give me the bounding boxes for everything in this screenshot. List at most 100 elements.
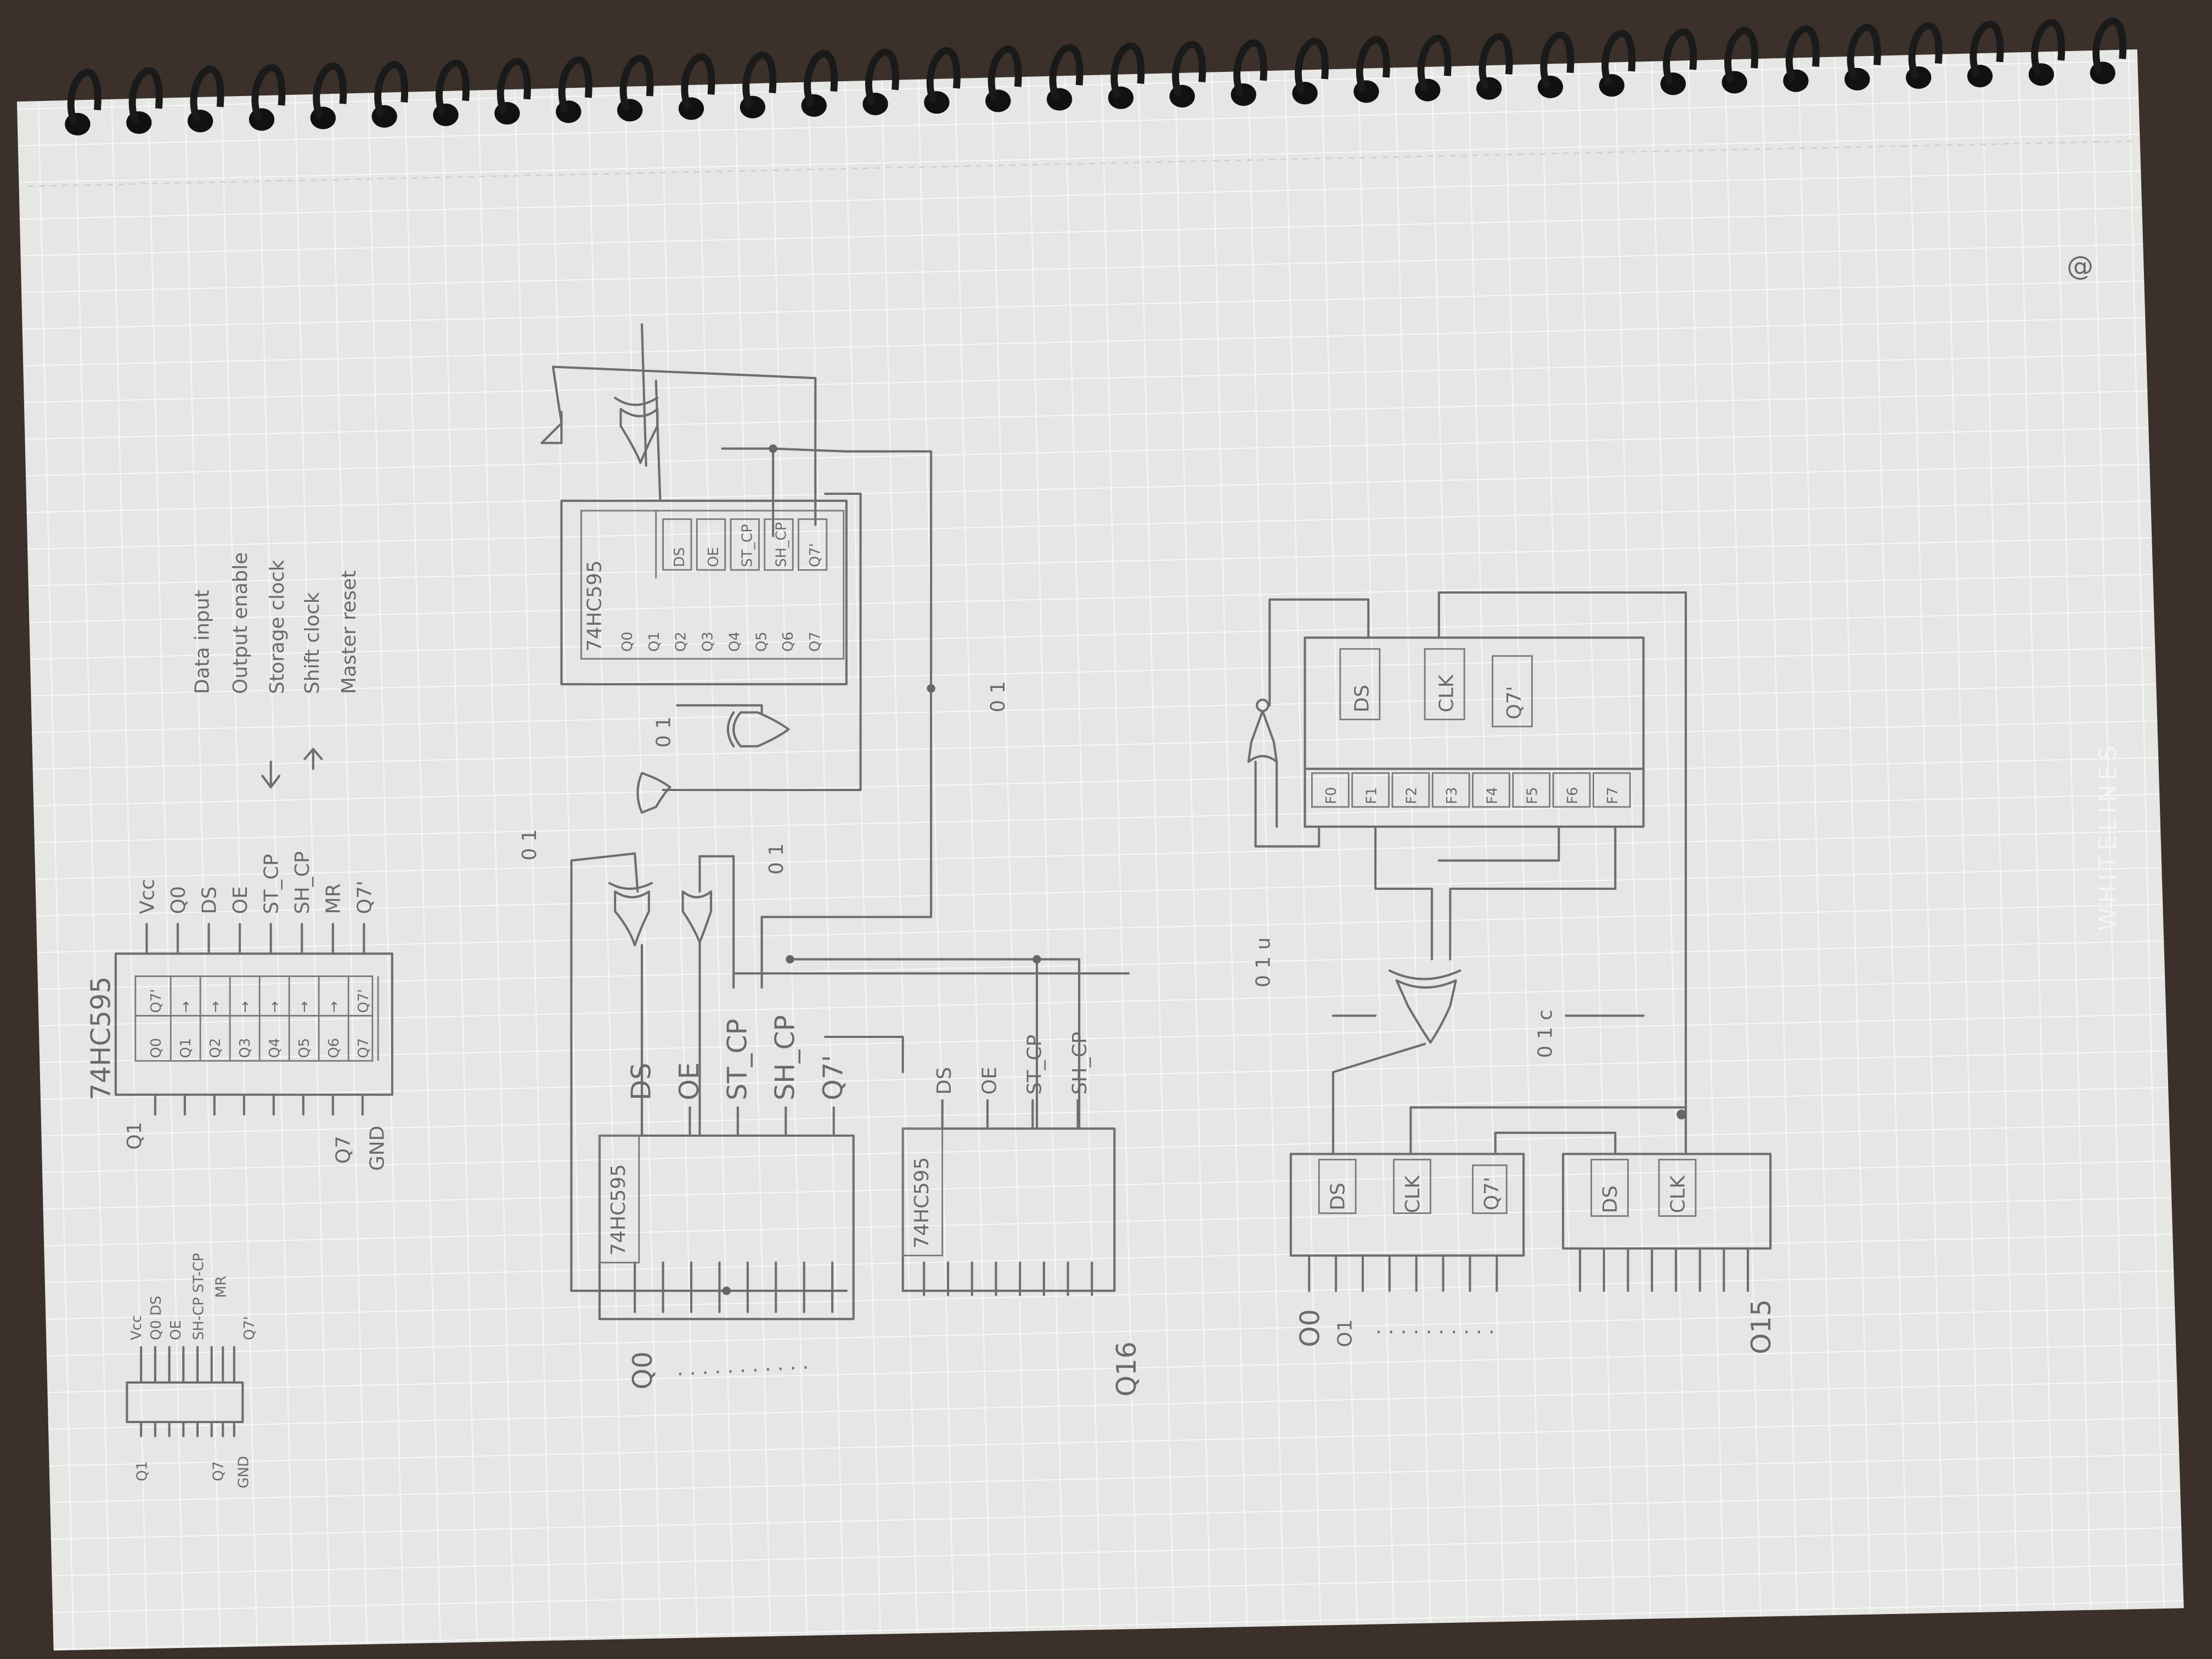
pin-label: MR [323,883,345,914]
spiral-ring [65,69,101,136]
spiral-ring [1844,24,1881,91]
register-cell-next: Q7' [148,989,165,1013]
spiral-ring [2090,18,2127,84]
desc-data-input: Data input [191,590,214,694]
ic-output-pin: Q1 [646,631,663,652]
pin-label: Q0 [167,886,190,914]
spiral-ring [1722,27,1758,94]
mini-pin-oe: OE [168,1320,184,1340]
register-cell: F3 [1444,787,1460,804]
pin-label: SH_CP [291,851,314,915]
ic-a-label: 74HC595 [607,1164,630,1256]
switch-label: 0 1 [765,843,788,874]
spiral-ring [1047,44,1084,111]
spiral-ring [740,52,777,119]
register-cell-next: → [296,1001,313,1013]
spiral-ring [249,64,286,131]
mini-pin-q0-ds: Q0 DS [148,1296,165,1340]
ic-pin-label: DS [625,1063,657,1101]
ic-output-pin: Q0 [619,631,636,652]
desc-master-reset: Master reset [338,571,360,695]
desc-output-enable: Output enable [229,552,252,695]
register-cell: Q3 [237,1038,253,1058]
reg-a-pin-ds: DS [1327,1183,1350,1211]
spiral-ring [1783,25,1820,92]
desc-storage-clock: Storage clock [266,560,289,694]
spiral-ring [1476,33,1513,100]
watermark-logo: WHITELINES [2094,741,2122,931]
ic-input-pin: Q7' [807,543,823,567]
ic-pin-label: Q7' [817,1055,849,1101]
spiral-ring [1169,41,1206,108]
register-cell-next: Q7' [356,989,372,1013]
spiral-ring [1967,20,2004,88]
ic-top-label: 74HC595 [583,560,606,652]
spiral-ring [1292,37,1329,105]
register-cell: F5 [1525,787,1541,804]
ic-pin-label: SH_CP [1069,1032,1091,1095]
register-cell-next: → [207,1001,224,1013]
ic-b-label: 74HC595 [911,1157,933,1249]
register-cell-next: → [237,1001,253,1013]
register-cell: F0 [1323,787,1340,804]
pin-descriptions: Data input Output enable Storage clock S… [191,552,360,788]
mini-pin-q1: Q1 [134,1461,150,1481]
reg-b-pin-clk: CLK [1667,1175,1689,1213]
switch-label: 0 1 [652,716,675,748]
output-o1: O1 [1334,1319,1356,1347]
ic-pin-label: SH_CP [770,1015,801,1101]
spiral-ring [433,59,470,126]
spiral-ring [310,63,347,129]
pin-label: Q7' [353,881,376,914]
ic-pin-label: DS [933,1067,956,1095]
pin-q7: Q7 [332,1136,355,1164]
spiral-binding [65,18,2127,136]
spiral-ring [617,55,654,122]
spiral-ring [556,56,592,123]
mini-pin-sh-st: SH-CP ST-CP [190,1253,207,1340]
ic-output-pin: Q5 [753,631,770,652]
spiral-ring [678,53,715,120]
mini-pinout: Vcc Q0 DS OE SH-CP ST-CP MR Q7' Q1 Q7 GN… [126,1253,258,1488]
spiral-ring [1231,39,1268,106]
switch-label: 0 1 [518,829,541,860]
switch-u: 0 1 u [1252,937,1274,988]
register-cell: F4 [1484,787,1500,804]
pin-label: ST_CP [261,854,283,915]
switch-c: 0 1 c [1534,1009,1557,1058]
ic-output-pin: Q2 [673,631,690,652]
spiral-ring [188,65,224,133]
register-cell-next: → [267,1001,283,1013]
ic-input-pin: SH_CP [773,522,789,567]
spiral-ring [2028,19,2066,86]
pin-label: OE [229,886,252,914]
reg-a-pin-q7p: Q7' [1481,1177,1503,1210]
output-q0: Q0 [627,1351,658,1390]
register-cell: F1 [1363,787,1380,804]
spiral-ring [1415,35,1452,101]
spiral-ring [1353,36,1390,103]
output-ellipsis: . . . . . . . . . . [1375,1316,1494,1338]
register-cell: F2 [1404,787,1420,804]
mini-pin-q7: Q7 [210,1461,227,1481]
register-cell: Q7 [356,1038,372,1058]
register-cell: Q4 [267,1038,283,1058]
pin-label: DS [198,887,221,915]
ic-input-pin: OE [706,547,722,567]
register-cell: Q1 [178,1038,194,1058]
ic-output-pin: Q3 [700,631,716,652]
reg-pin-ds: DS [1351,685,1373,713]
register-cell: F7 [1605,787,1621,804]
register-cell: F6 [1565,787,1581,804]
output-q16: Q16 [1111,1341,1142,1397]
ic-pin-label: OE [674,1062,705,1100]
pin-gnd: GND [366,1126,388,1171]
output-o15: O15 [1746,1299,1777,1355]
mini-pin-q7p: Q7' [241,1316,258,1340]
ic-input-pin: ST_CP [740,524,756,567]
corner-mark: @ [2067,250,2094,281]
mini-pin-gnd: GND [236,1456,252,1488]
desc-shift-clock: Shift clock [301,592,324,694]
spiral-ring [1108,42,1145,109]
